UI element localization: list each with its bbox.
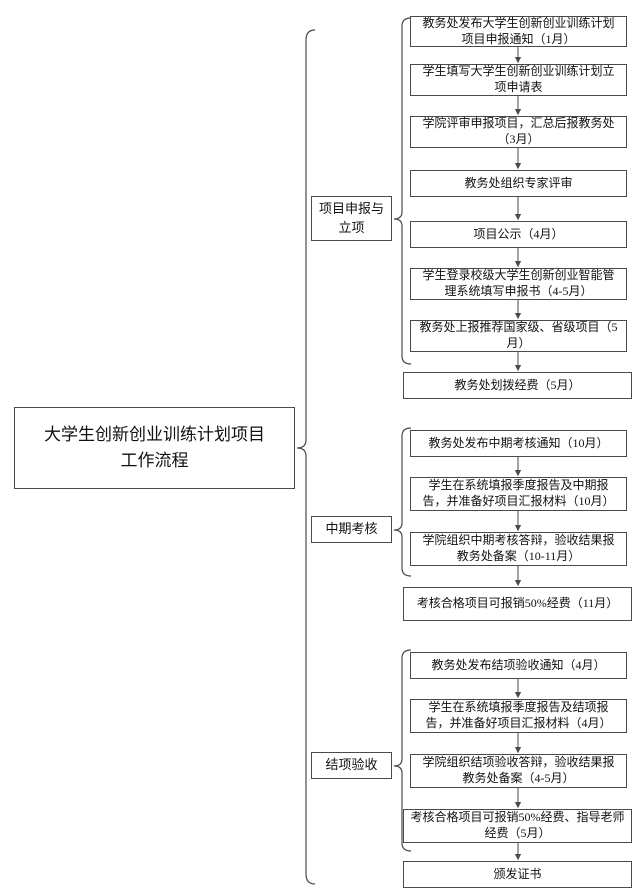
step-box: 教务处组织专家评审 — [410, 170, 627, 197]
step-box: 考核合格项目可报销50%经费、指导老师经费（5月） — [403, 809, 632, 843]
step-box: 学生填写大学生创新创业训练计划立项申请表 — [410, 64, 627, 96]
step-box: 学生在系统填报季度报告及结项报告，并准备好项目汇报材料（4月） — [410, 699, 627, 733]
step-box: 教务处发布结项验收通知（4月） — [410, 652, 627, 679]
step-box: 教务处发布中期考核通知（10月） — [410, 430, 627, 457]
step-box: 学院评审申报项目，汇总后报教务处（3月） — [410, 116, 627, 148]
step-box: 学院组织中期考核答辩，验收结果报教务处备案（10-11月） — [410, 532, 627, 566]
step-box: 项目公示（4月） — [410, 221, 627, 248]
phase-label-application: 项目申报与立项 — [311, 196, 392, 241]
step-box: 考核合格项目可报销50%经费（11月） — [403, 587, 632, 621]
step-box: 教务处上报推荐国家级、省级项目（5月） — [410, 320, 627, 352]
flow-title-line-1: 大学生创新创业训练计划项目 — [44, 424, 265, 444]
brace-phase-2 — [393, 427, 412, 577]
step-box: 教务处划拨经费（5月） — [403, 372, 632, 399]
step-box: 颁发证书 — [403, 861, 632, 888]
brace-phase-1 — [393, 17, 412, 365]
flow-title: 大学生创新创业训练计划项目 工作流程 — [14, 407, 295, 489]
step-box: 学生登录校级大学生创新创业智能管理系统填写申报书（4-5月） — [410, 268, 627, 300]
step-box: 学院组织结项验收答辩，验收结果报教务处备案（4-5月） — [410, 754, 627, 788]
phase-label-midterm: 中期考核 — [311, 516, 392, 543]
step-box: 教务处发布大学生创新创业训练计划项目申报通知（1月） — [410, 16, 627, 47]
step-box: 学生在系统填报季度报告及中期报告，并准备好项目汇报材料（10月） — [410, 477, 627, 511]
flow-title-line-2: 工作流程 — [120, 451, 189, 470]
phase-label-acceptance: 结项验收 — [311, 752, 392, 779]
